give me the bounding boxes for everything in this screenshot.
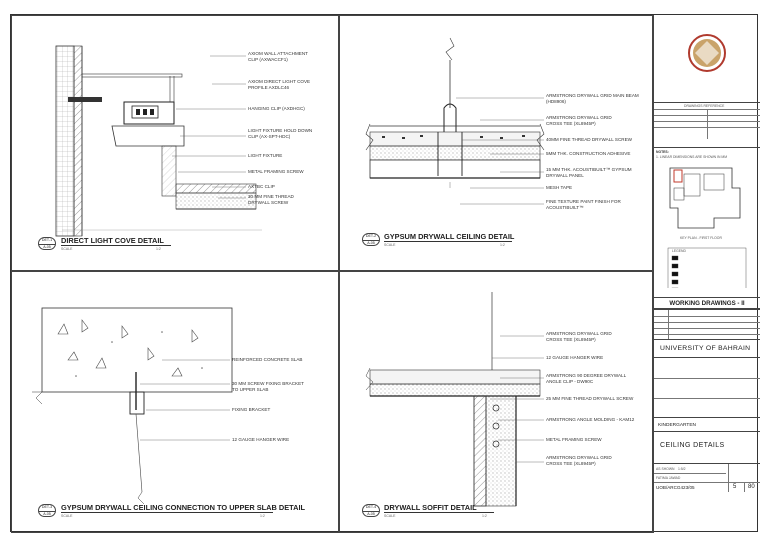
soffit-drawing	[365, 292, 544, 507]
detail-gypsum-ceiling: ARMSTRONG DRYWALL GRID MAIN BEAM (HD8906…	[339, 15, 653, 271]
light-cove-drawing	[55, 45, 262, 237]
scale-label: SCALE	[61, 247, 73, 251]
label-hanger-wire: 12 GAUGE HANGER WIRE	[546, 355, 604, 360]
revision-table	[654, 309, 760, 340]
label-hanging-clip: HANGING CLIP (AXDHGC)	[248, 106, 305, 111]
drawing-sheet: AXIOM WALL ATTACHMENT CLIP (AXWACCF1) AX…	[10, 14, 760, 533]
label-paint-finish: FINE TEXTURE PAINT FINISH FOR ACOUSTIBUI…	[546, 199, 621, 210]
label-40mm-screw: 40MM FINE THREAD DRYWALL SCREW	[546, 137, 633, 142]
detail-direct-light-cove: AXIOM WALL ATTACHMENT CLIP (AXWACCF1) AX…	[11, 15, 339, 271]
label-hold-down-clip: LIGHT FIXTURE HOLD DOWN CLIP (AX-SPT-HDC…	[248, 128, 313, 139]
label-screw-fixing-bracket: 30 MM SCREW FIXING BRACKET TO UPPER SLAB	[232, 381, 304, 392]
label-fixing-bracket: FIXING BRACKET	[232, 407, 271, 412]
label-metal-framing-screw: METAL FRAMING SCREW	[248, 169, 304, 174]
label-cross-tee-bottom: ARMSTRONG DRYWALL GRID CROSS TEE (XL8945…	[546, 455, 612, 466]
label-angle-molding: ARMSTRONG ANGLE MOLDING - KAM12	[546, 417, 635, 422]
label-hanger-wire: 12 GAUGE HANGER WIRE	[232, 437, 290, 442]
sheet-type: WORKING DRAWINGS - II	[654, 297, 760, 309]
notes-section: NOTES: 1. LINEAR DIMENSIONS ARE SHOWN IN…	[654, 147, 760, 297]
label-wall-attachment-clip: AXIOM WALL ATTACHMENT CLIP (AXWACCF1)	[248, 51, 308, 62]
scale-label: SCALE	[384, 243, 396, 247]
label-drywall-screw: 30 MM FINE THREAD DRYWALL SCREW	[248, 194, 294, 205]
scale-value: 1:2	[482, 514, 487, 518]
label-adhesive: 5MM THK. CONSTRUCTION ADHESIVE	[546, 151, 631, 156]
upper-slab-drawing	[32, 307, 233, 505]
label-light-cove-profile: AXIOM DIRECT LIGHT COVE PROFILE AXDLC46	[248, 79, 311, 90]
label-gypsum-panel: 15 MM THK. ACOUSTIBUILT™ GYPSUM DRYWALL …	[546, 167, 632, 178]
scale-value: 1:2	[500, 243, 505, 247]
detail-upper-slab-connection: REINFORCED CONCRETE SLAB 30 MM SCREW FIX…	[11, 271, 339, 533]
label-metal-framing-screw: METAL FRAMING SCREW	[546, 437, 602, 442]
label-cross-tee-top: ARMSTRONG DRYWALL GRID CROSS TEE (XL8945…	[546, 331, 612, 342]
scale-value: 1:2	[156, 247, 161, 251]
scale-value: 1:2	[260, 514, 265, 518]
detail-drywall-soffit: ARMSTRONG DRYWALL GRID CROSS TEE (XL8945…	[339, 271, 653, 533]
gypsum-ceiling-drawing	[365, 37, 545, 205]
sheet-info: AS SHOWN 1:5/2 FATIMA JAWAD UOB/ARCG423/…	[654, 463, 760, 533]
label-25mm-screw: 25 MM FINE THREAD DRYWALL SCREW	[546, 396, 634, 401]
label-axtbc-clip: AXTBC CLIP	[248, 184, 275, 189]
label-light-fixture: LIGHT FIXTURE	[248, 153, 283, 158]
project-name: KINDERGARTEN	[654, 417, 760, 431]
label-cross-tee: ARMSTRONG DRYWALL GRID CROSS TEE (XL8945…	[546, 115, 612, 126]
label-main-beam: ARMSTRONG DRYWALL GRID MAIN BEAM (HD8906…	[546, 93, 639, 104]
detail-title: GYPSUM DRYWALL CEILING DETAIL	[384, 232, 515, 241]
detail-title: DIRECT LIGHT COVE DETAIL	[61, 236, 164, 245]
detail-title: GYPSUM DRYWALL CEILING CONNECTION TO UPP…	[61, 503, 306, 512]
drawing-title: CEILING DETAILS	[654, 431, 760, 463]
label-angle-clip: ARMSTRONG 90 DEGREE DRYWALL ANGLE CLIP -…	[546, 373, 627, 384]
drawings-reference: DRAWINGS REFERENCE	[654, 102, 760, 139]
blank-fields	[654, 357, 760, 417]
label-concrete-slab: REINFORCED CONCRETE SLAB	[232, 357, 303, 362]
key-plan	[667, 167, 747, 288]
scale-label: SCALE	[61, 514, 73, 518]
detail-title: DRYWALL SOFFIT DETAIL	[384, 503, 477, 512]
university-name: UNIVERSITY OF BAHRAIN	[654, 339, 760, 357]
title-block: DRAWINGS REFERENCE NOTES: 1. LINEAR DIME…	[653, 15, 760, 533]
university-seal	[688, 34, 726, 72]
scale-label: SCALE	[384, 514, 396, 518]
label-mesh-tape: MESH TAPE	[546, 185, 573, 190]
